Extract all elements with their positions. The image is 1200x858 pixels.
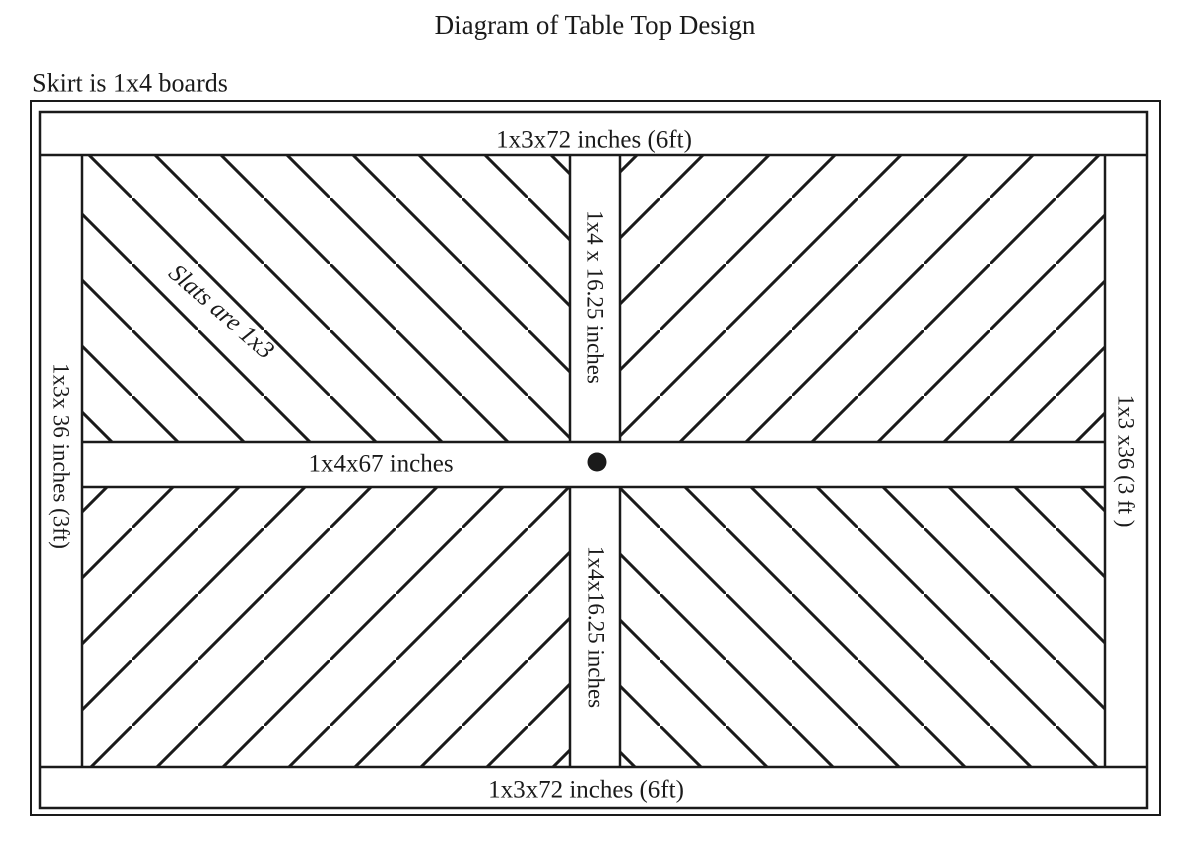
slats-top-right (620, 155, 1105, 442)
right-board-label: 1x3 x36 (3 ft ) (1113, 394, 1139, 528)
slats-bottom-left (82, 487, 570, 767)
upper-center-board-label: 1x4 x 16.25 inches (582, 210, 608, 384)
skirt-note-label: Skirt is 1x4 boards (32, 68, 228, 98)
left-board-label: 1x3x 36 inches (3ft) (48, 363, 74, 549)
center-dot (587, 452, 607, 472)
slats-bottom-right (620, 487, 1105, 767)
page-title: Diagram of Table Top Design (434, 10, 756, 41)
frame-outline (38, 110, 1149, 810)
bottom-board-label: 1x3x72 inches (6ft) (488, 776, 684, 804)
center-board-label: 1x4x67 inches (308, 450, 454, 478)
top-board-label: 1x3x72 inches (6ft) (496, 126, 692, 154)
lower-center-board-label: 1x4x16.25 inches (583, 545, 609, 709)
slats-top-left (82, 155, 570, 442)
skirt-outline (30, 100, 1161, 816)
